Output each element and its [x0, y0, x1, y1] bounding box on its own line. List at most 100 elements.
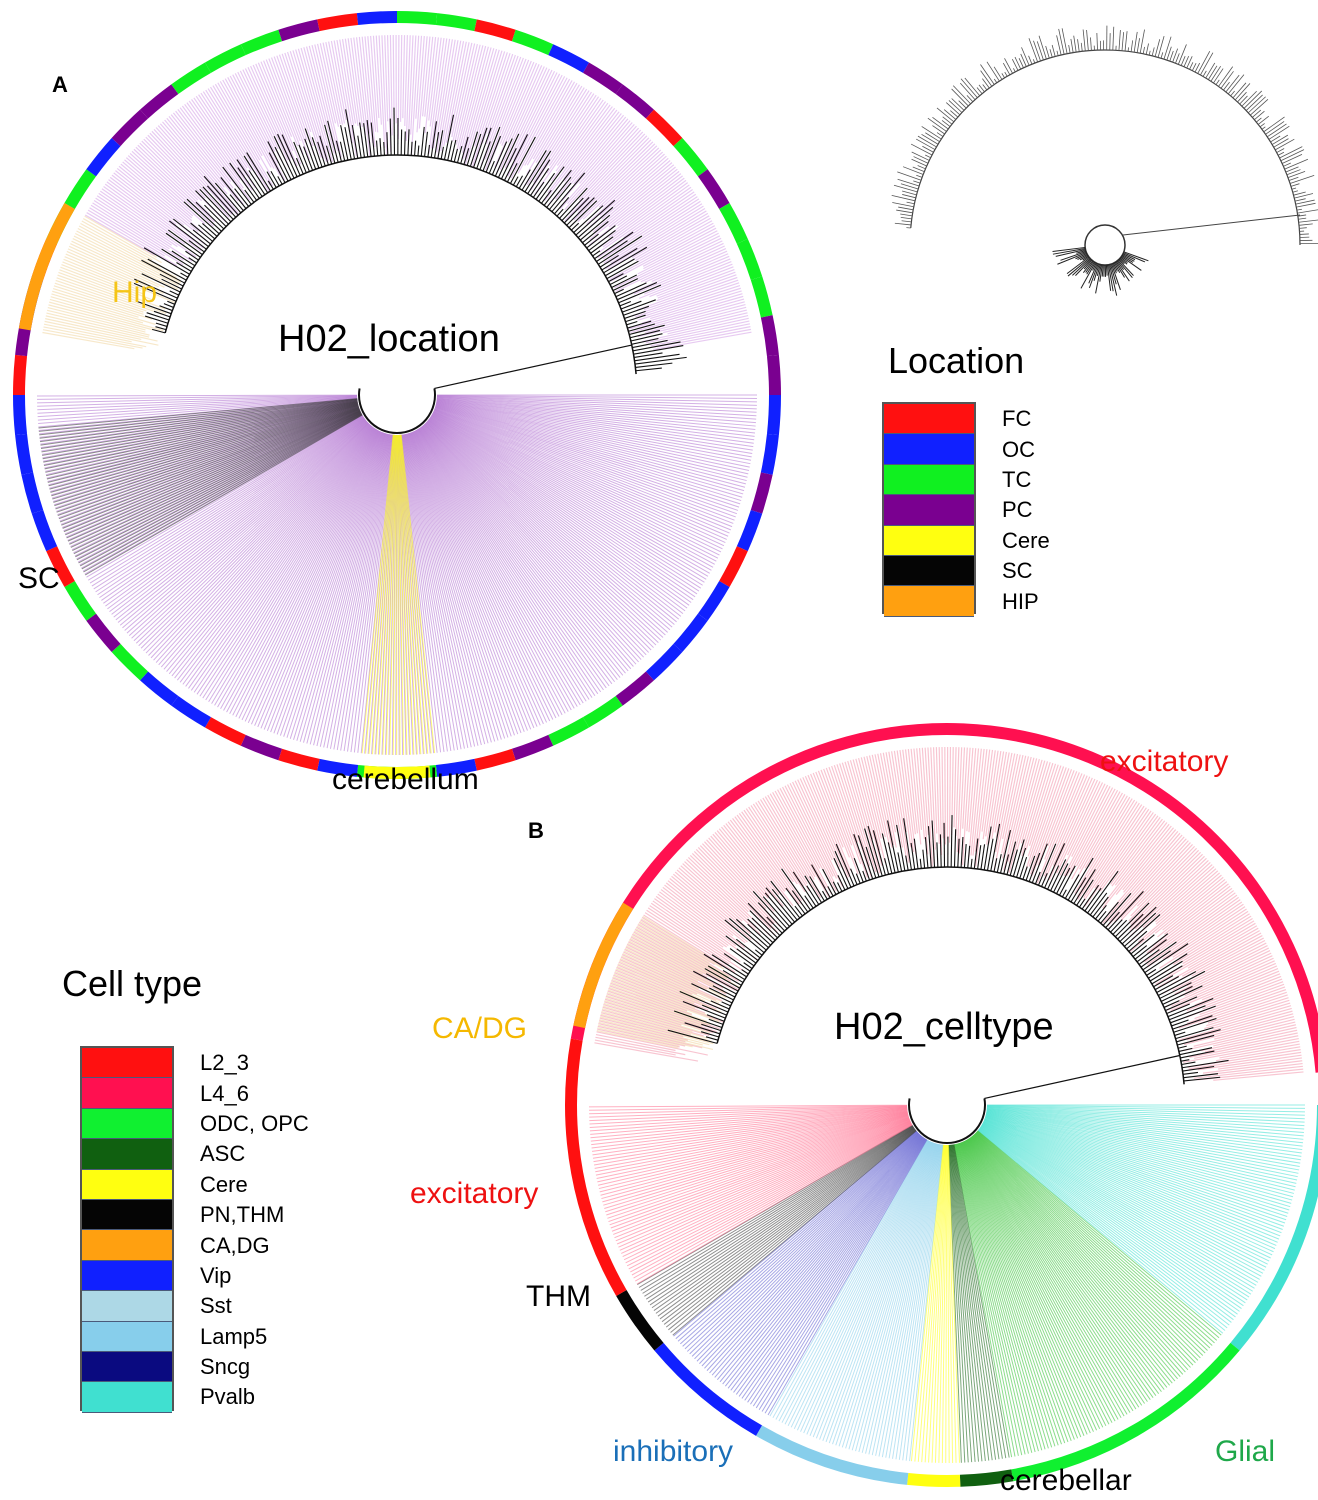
leaf-line	[710, 835, 764, 897]
branch-line	[615, 1119, 911, 1242]
leaf-spike	[1058, 865, 1076, 896]
leaf-spike	[673, 1010, 723, 1029]
leaf-spike	[741, 969, 749, 975]
mini-tree-leaf	[936, 107, 955, 123]
branch-line	[986, 1112, 1299, 1174]
leaf-line	[561, 104, 611, 171]
branch-line	[885, 1144, 941, 1458]
branch-line	[155, 424, 371, 663]
leaf-line	[1120, 842, 1191, 918]
branch-line	[985, 1114, 1294, 1198]
ring-segment	[317, 758, 359, 777]
branch-line	[436, 398, 756, 431]
leaf-spike	[1092, 896, 1109, 918]
leaf-spike	[624, 310, 646, 319]
branch-line	[336, 434, 391, 751]
mini-tree-spike	[1079, 254, 1089, 261]
branch-line	[436, 400, 753, 451]
leaf-line	[888, 751, 908, 863]
leaf-spike	[684, 1022, 721, 1035]
leaf-line	[1142, 864, 1213, 928]
branch-line	[796, 1141, 931, 1431]
ring-segment	[673, 138, 708, 177]
leaf-line	[535, 85, 583, 163]
leaf-line	[74, 232, 179, 286]
leaf-line	[1190, 1013, 1294, 1042]
leaf-spike	[1151, 965, 1183, 985]
branch-line	[214, 429, 378, 706]
leaf-spike	[924, 837, 929, 868]
legend-row: Pvalb	[82, 1382, 309, 1413]
leaf-spike	[931, 820, 936, 868]
branch-line	[435, 404, 747, 482]
branch-line	[985, 1113, 1297, 1184]
branch-line	[392, 434, 398, 755]
branch-line	[950, 1144, 983, 1462]
branch-line	[670, 1130, 917, 1333]
branch-line	[105, 418, 365, 607]
leaf-line	[1204, 1032, 1298, 1053]
leaf-line	[930, 747, 937, 850]
mini-tree-spike	[1095, 264, 1102, 294]
leaf-line	[127, 155, 206, 225]
branch-line	[636, 1124, 913, 1285]
leaf-spike	[853, 834, 871, 881]
leaf-line	[1052, 777, 1093, 866]
leaf-spike	[792, 871, 817, 907]
leaf-line	[1080, 799, 1136, 888]
mini-tree-leaf	[1288, 176, 1299, 181]
leaf-line	[631, 933, 736, 991]
leaf-spike	[617, 282, 658, 301]
leaf-line	[823, 768, 853, 846]
leaf-line	[68, 245, 159, 288]
label-glial: Glial	[1215, 1435, 1276, 1468]
leaf-line	[82, 218, 162, 264]
branch-line	[981, 1124, 1260, 1280]
leaf-spike	[379, 138, 382, 156]
leaf-line	[472, 50, 503, 145]
leaf-spike	[540, 189, 552, 204]
leaf-spike	[967, 845, 971, 868]
branch-line	[592, 1110, 908, 1159]
leaf-spike	[538, 166, 565, 202]
mini-tree-leaf	[1189, 62, 1194, 70]
mini-tree-spike	[1113, 262, 1121, 273]
leaf-spike	[623, 305, 650, 316]
branch-line	[428, 418, 686, 612]
leaf-line	[1171, 896, 1239, 946]
leaf-spike	[165, 232, 201, 258]
leaf-spike	[1121, 912, 1157, 945]
mini-tree-leaf	[1056, 50, 1059, 56]
branch-line	[333, 434, 391, 750]
mini-tree-leaf	[1293, 191, 1306, 196]
mini-tree-spike	[1067, 257, 1091, 277]
leaf-line	[828, 766, 869, 878]
branch-line	[81, 413, 363, 570]
leaf-line	[1144, 894, 1238, 963]
leaf-line	[392, 35, 395, 120]
branch-line	[974, 1133, 1194, 1366]
leaf-spike	[1159, 982, 1192, 999]
mini-tree-spike	[1123, 252, 1146, 263]
leaf-spike	[832, 881, 840, 894]
leaf-line	[64, 256, 176, 304]
leaf-line	[303, 47, 326, 126]
leaf-spike	[317, 141, 326, 167]
leaf-line	[579, 122, 633, 184]
leaf-spike	[1022, 866, 1028, 880]
branch-line	[971, 1136, 1168, 1388]
leaf-line	[449, 42, 470, 135]
branch-line	[398, 434, 418, 755]
leaf-spike	[417, 145, 420, 156]
leaf-line	[276, 55, 308, 141]
branch-line	[665, 1129, 916, 1328]
leaf-line	[78, 225, 177, 279]
branch-line	[661, 1128, 916, 1323]
branch-line	[418, 427, 599, 695]
leaf-spike	[546, 176, 572, 208]
leaf-line	[533, 91, 592, 183]
mini-tree-spike	[1115, 261, 1130, 282]
branch-line	[235, 430, 380, 718]
legend-swatch	[82, 1169, 172, 1200]
leaf-spike	[781, 868, 811, 911]
